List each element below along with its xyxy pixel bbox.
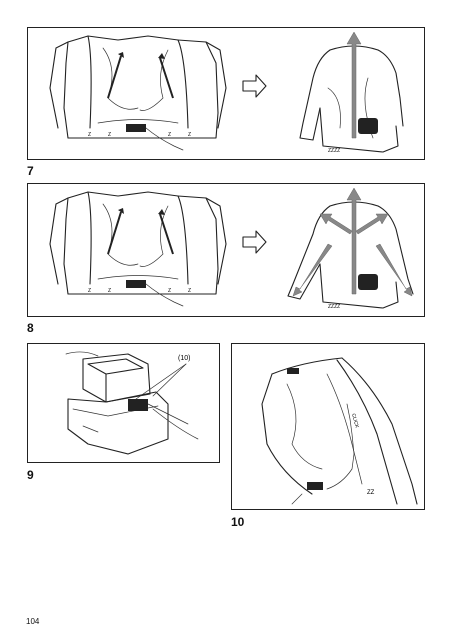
svg-text:Z: Z: [108, 288, 111, 294]
figure-10-illustration: ZZ CLICK: [261, 357, 418, 505]
svg-text:CLICK: CLICK: [350, 413, 360, 429]
jacket-back-airflow-drawing: ZZZZ: [287, 187, 414, 310]
svg-text:ZZ: ZZ: [367, 490, 375, 496]
figure-7-panel: Z Z Z Z ZZZZ: [27, 27, 425, 160]
svg-text:ZZZZ: ZZZZ: [328, 148, 340, 154]
svg-text:Z: Z: [88, 132, 91, 138]
svg-text:Z: Z: [88, 288, 91, 294]
figure-7-illustration: Z Z Z Z ZZZZ: [49, 31, 404, 154]
jacket-pocket-cable-drawing: ZZ CLICK: [261, 357, 418, 505]
svg-text:Z: Z: [188, 132, 191, 138]
figure-10-label: 10: [231, 515, 245, 529]
jacket-back-airflow-drawing: ZZZZ: [299, 31, 404, 154]
figure-7-label: 7: [27, 164, 34, 178]
figure-8-label: 8: [27, 321, 34, 335]
svg-text:Z: Z: [168, 288, 171, 294]
svg-text:ZZZZ: ZZZZ: [328, 304, 340, 310]
next-step-arrow: [242, 74, 267, 98]
figure-8-panel: Z Z Z Z ZZZZ: [27, 183, 425, 317]
svg-text:Z: Z: [168, 132, 171, 138]
battery-adapter-drawing: [65, 351, 199, 455]
page-number: 104: [26, 617, 40, 626]
figure-10-panel: ZZ CLICK: [231, 343, 425, 510]
svg-text:Z: Z: [188, 288, 191, 294]
next-step-arrow: [242, 230, 267, 254]
figure-9-label: 9: [27, 468, 34, 482]
figure-9-illustration: (10): [65, 351, 199, 455]
callout-label: (10): [178, 355, 190, 362]
svg-text:Z: Z: [108, 132, 111, 138]
connector-plug: [128, 399, 148, 411]
figure-9-panel: (10): [27, 343, 220, 463]
figure-8-illustration: Z Z Z Z ZZZZ: [49, 187, 414, 310]
